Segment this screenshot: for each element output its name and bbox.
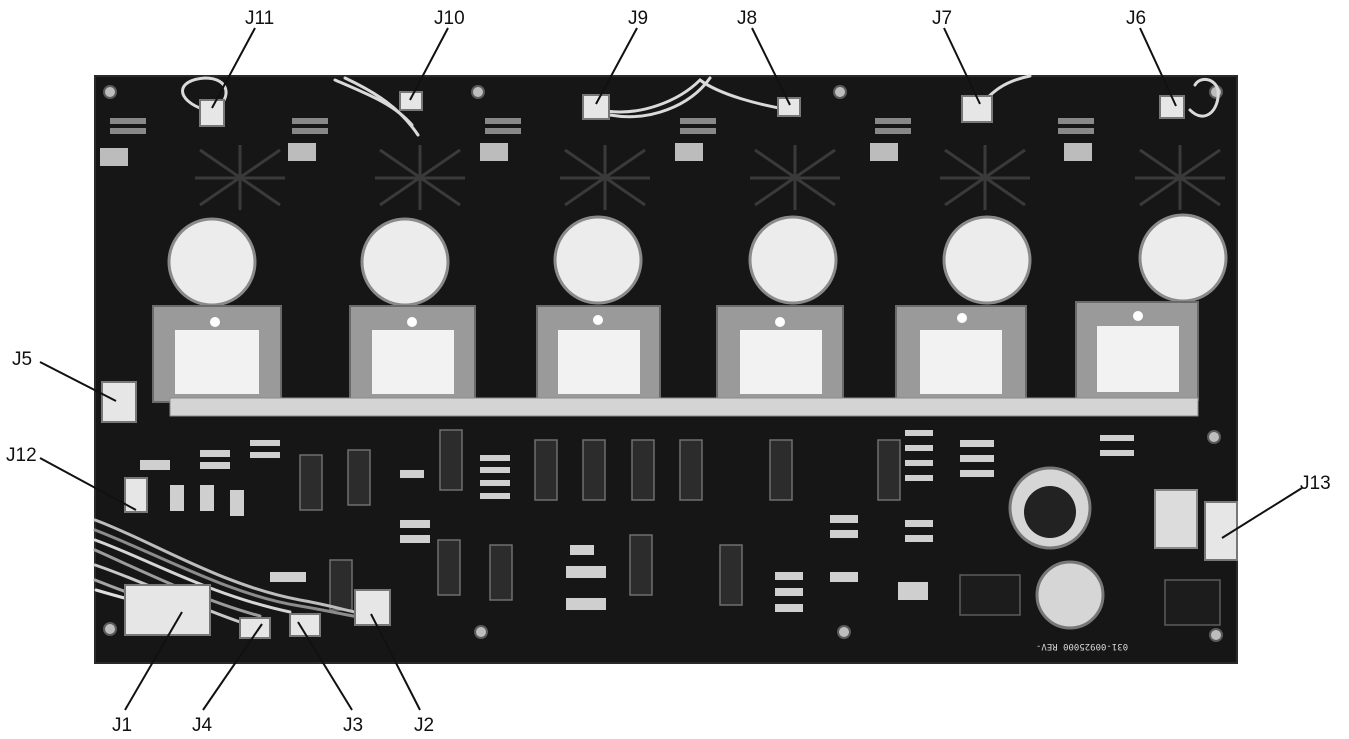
leader-j5	[39, 361, 117, 402]
board-part-number: 031-00925000 REV-	[1036, 641, 1128, 651]
heatsinks	[195, 145, 1225, 210]
electrolytic-capacitors	[959, 466, 1221, 630]
upper-components	[100, 118, 1094, 166]
resistors	[140, 430, 1134, 612]
label-j9: J9	[628, 8, 648, 29]
integrated-circuits	[299, 429, 901, 611]
leader-j7	[943, 27, 981, 105]
connector-j12	[124, 477, 148, 513]
label-j10: J10	[434, 8, 465, 29]
mounting-holes	[103, 85, 1223, 642]
label-j13: J13	[1300, 473, 1331, 494]
leader-j4	[202, 623, 263, 711]
connector-j10	[399, 91, 423, 111]
leader-j6	[1139, 27, 1177, 107]
label-j1: J1	[112, 715, 132, 736]
label-j6: J6	[1126, 8, 1146, 29]
round-capacitors	[167, 213, 1228, 307]
connector-j4	[239, 617, 271, 639]
connector-j11	[199, 99, 225, 127]
label-j7: J7	[932, 8, 952, 29]
label-j11: J11	[245, 8, 274, 29]
leader-j9	[595, 27, 638, 105]
leader-j10	[409, 27, 449, 101]
label-j12: J12	[6, 445, 37, 466]
leader-j12	[39, 457, 137, 511]
transformer-rail	[169, 397, 1199, 417]
leader-j2	[370, 613, 421, 711]
label-j8: J8	[737, 8, 757, 29]
leader-lines	[39, 27, 1303, 711]
label-j4: J4	[192, 715, 213, 736]
channel-modules	[152, 145, 1228, 417]
connector-j2	[354, 589, 391, 626]
connector-j5	[101, 381, 137, 423]
pcb-board	[94, 75, 1238, 664]
label-j5: J5	[12, 349, 32, 370]
leader-j8	[751, 27, 791, 106]
connector-j9	[582, 94, 610, 120]
label-j2: J2	[414, 715, 434, 736]
leader-j3	[297, 621, 353, 711]
leader-j1	[124, 611, 183, 711]
leader-j13	[1221, 487, 1303, 539]
label-j3: J3	[343, 715, 363, 736]
connector-j7	[961, 95, 993, 123]
callout-labels: J11 J10 J9 J8 J7 J6 J5 J12 J13 J1 J4 J3 …	[6, 8, 1331, 736]
connector-j8	[777, 97, 801, 117]
leader-j11	[211, 27, 256, 109]
connector-j3	[289, 613, 321, 637]
connector-j1	[124, 584, 211, 636]
connectors	[101, 91, 1238, 639]
